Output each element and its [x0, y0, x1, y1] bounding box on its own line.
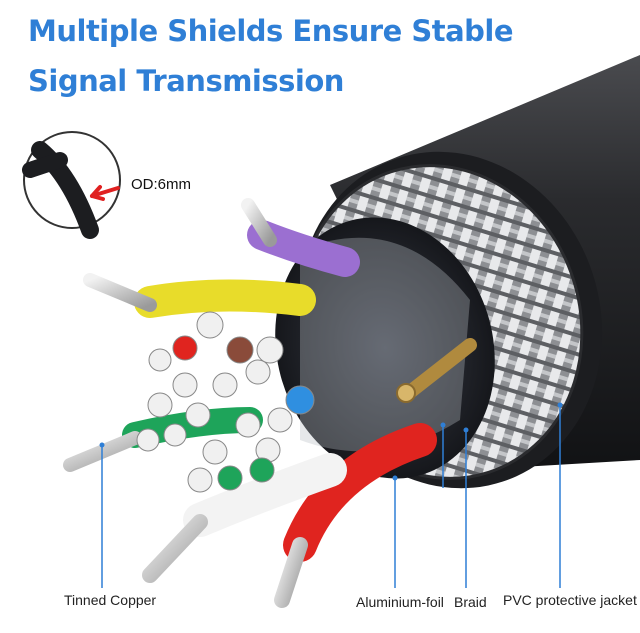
red-conductor — [274, 423, 437, 608]
headline-line-2: Signal Transmission — [28, 64, 344, 98]
aluminium-foil-core — [275, 217, 495, 479]
label-aluminium-foil: Aluminium-foil — [356, 594, 444, 610]
label-tinned-copper: Tinned Copper — [64, 592, 157, 608]
purple-conductor — [241, 198, 360, 277]
od-label: OD:6mm — [131, 176, 191, 193]
label-pvc-jacket: PVC protective jacket — [503, 592, 637, 608]
small-pair-cores — [136, 311, 315, 493]
headline-line-1: Multiple Shields Ensure Stable — [28, 14, 514, 48]
label-braid: Braid — [454, 594, 487, 610]
yellow-conductor — [83, 273, 316, 318]
white-conductor — [142, 453, 347, 583]
drain-wire — [396, 338, 477, 403]
od-arrow-icon — [90, 186, 120, 198]
pointer-lines — [99, 402, 563, 588]
od-inset — [22, 131, 121, 239]
